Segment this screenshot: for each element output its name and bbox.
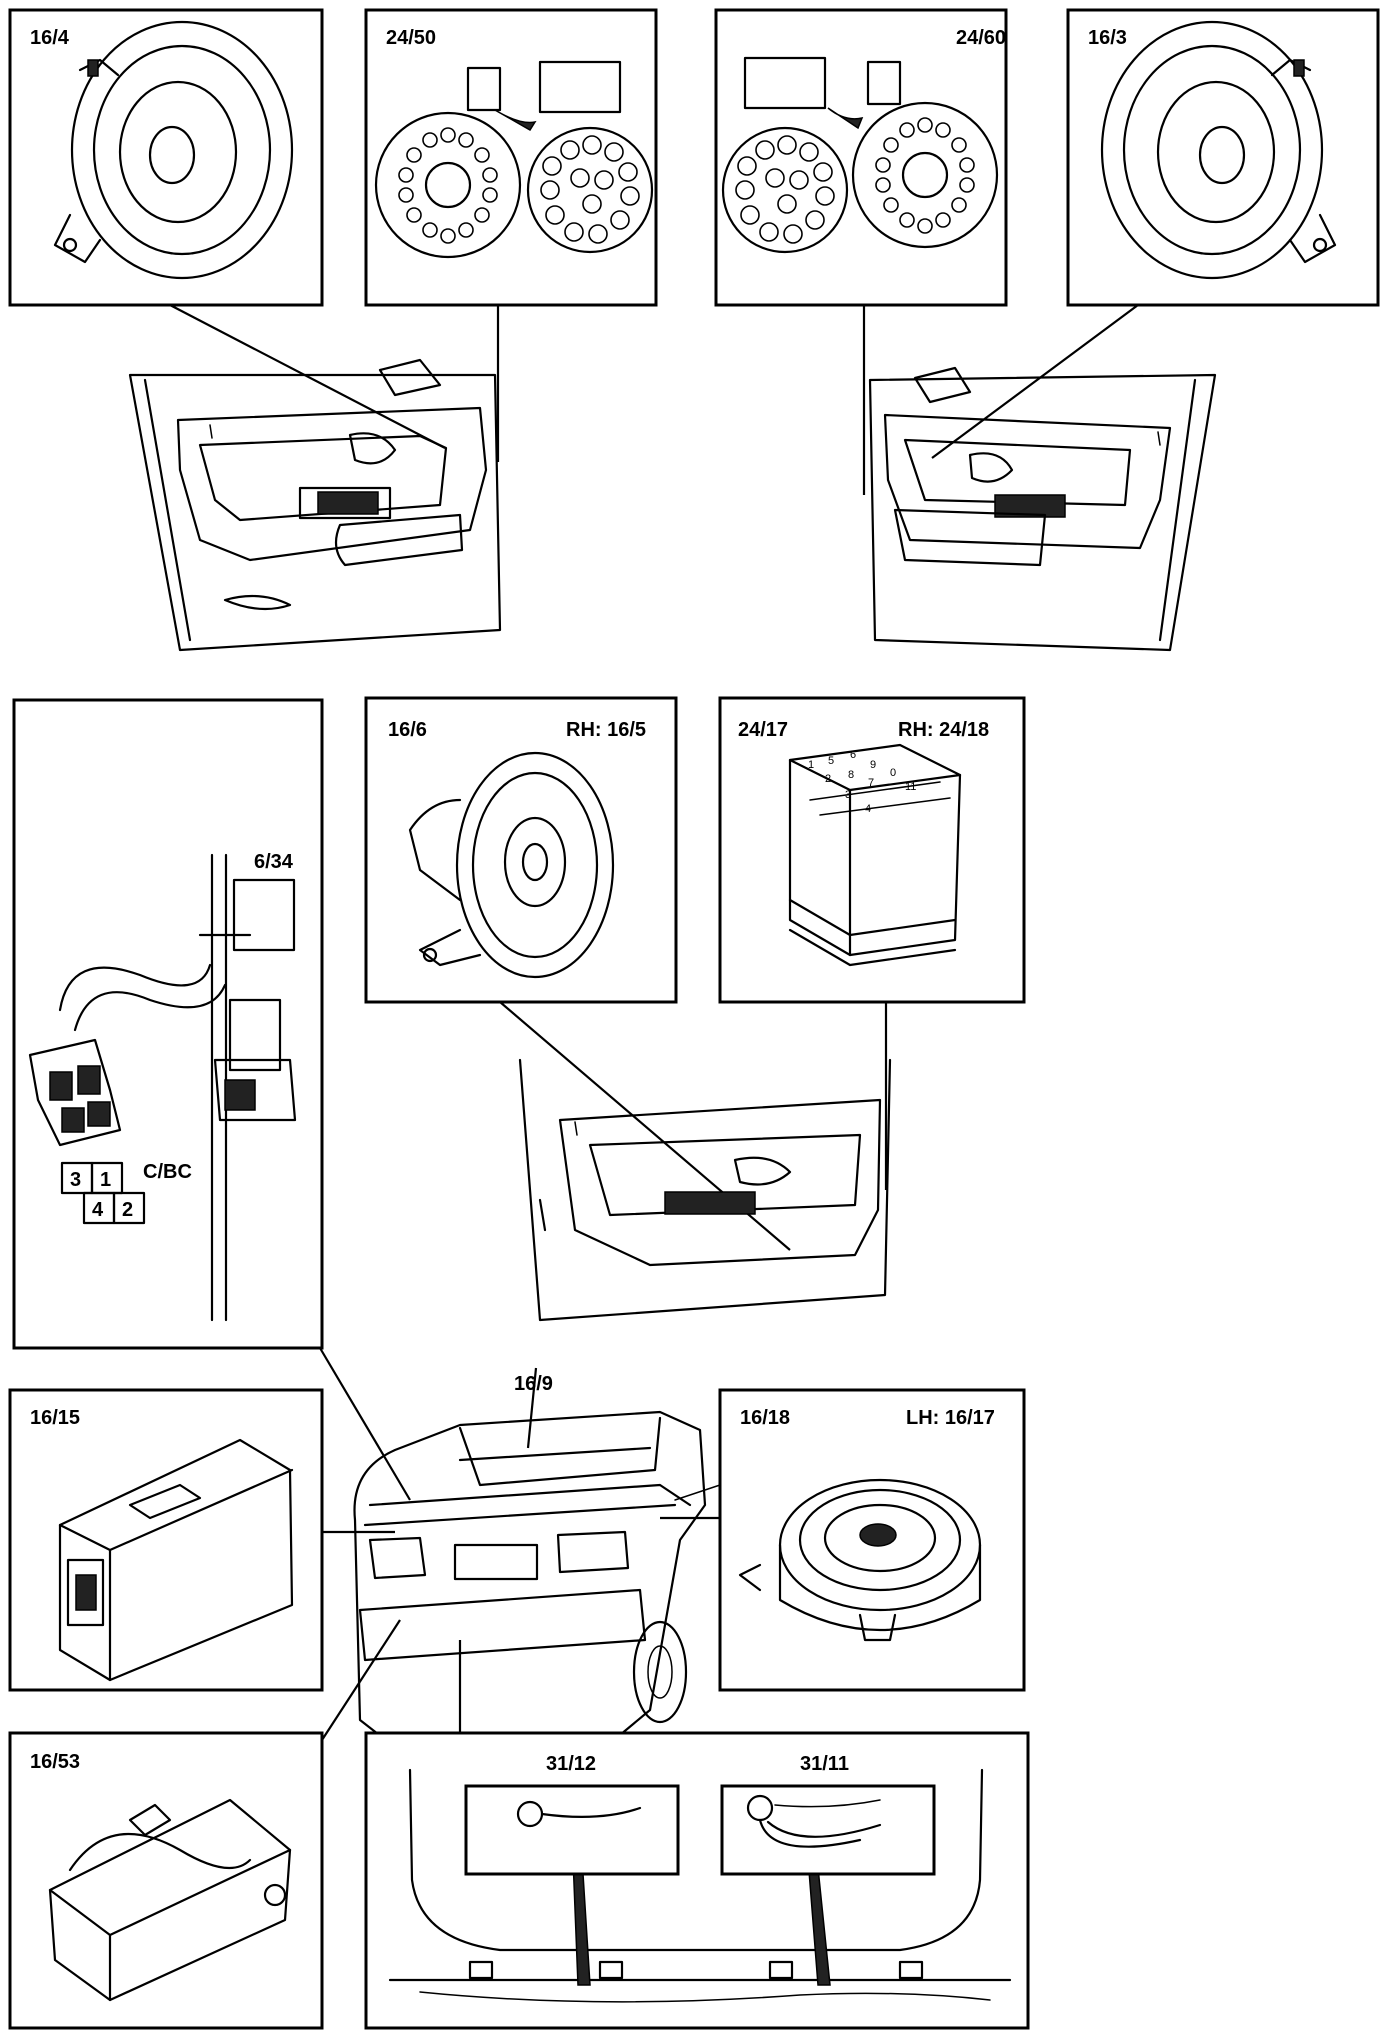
speaker-16-6-label: 16/6 [388, 719, 427, 741]
ground-31-12-inset [464, 1784, 680, 1876]
leader-lines [169, 304, 1139, 1741]
cbc-pinout: 3 1 4 2 [60, 1161, 146, 1225]
connector-face-icon [374, 111, 522, 259]
switch-24-17-label: 24/17 [738, 719, 788, 741]
speaker-icon [1100, 20, 1337, 280]
rear-car-illustration [353, 1410, 721, 1757]
motor-6-34-label: 6/34 [254, 851, 294, 873]
speaker-icon [738, 1478, 982, 1642]
switch-24-17-box: 24/17 RH: 24/18 1 5 6 9 2 8 7 0 3 11 4 [718, 696, 1026, 1004]
amplifier-icon [58, 1438, 294, 1682]
cbc-pin-4: 4 [92, 1199, 104, 1221]
motor-assembly-icon [58, 853, 297, 1322]
connector-24-50-label: 24/50 [386, 27, 436, 49]
cbc-label: C/BC [143, 1161, 192, 1183]
speaker-16-6-box: 16/6 RH: 16/5 [364, 696, 678, 1004]
front-left-door-illustration [128, 358, 502, 652]
speaker-16-5-rh-label: RH: 16/5 [566, 719, 646, 741]
switch-pin: 7 [868, 777, 874, 789]
speaker-16-18-label: 16/18 [740, 1407, 790, 1429]
switch-pin: 11 [905, 781, 916, 793]
speaker-16-3-box: 16/3 [1066, 8, 1380, 307]
unit-16-15-label: 16/15 [30, 1407, 80, 1429]
switch-24-18-rh-label: RH: 24/18 [898, 719, 989, 741]
cbc-pin-1: 1 [100, 1169, 111, 1191]
motor-6-34-box: 6/34 C/BC 3 1 4 2 [12, 698, 324, 1350]
switch-pin: 9 [870, 759, 876, 771]
speaker-icon [53, 20, 294, 280]
unit-16-53-box: 16/53 [8, 1731, 324, 2030]
ground-points-box: 31/12 31/11 [364, 1731, 1030, 2030]
switch-pin: 0 [890, 767, 896, 779]
connector-socket-icon [721, 126, 849, 254]
switch-pin: 6 [850, 749, 856, 761]
speaker-16-18-box: 16/18 LH: 16/17 [718, 1388, 1026, 1692]
rear-door-illustration [518, 1058, 892, 1322]
speaker-16-17-lh-label: LH: 16/17 [906, 1407, 995, 1429]
switch-pin: 3 [845, 789, 851, 801]
switch-pin: 8 [848, 769, 854, 781]
speaker-icon [408, 751, 615, 979]
unit-16-53-label: 16/53 [30, 1751, 80, 1773]
ground-31-12-label: 31/12 [546, 1753, 596, 1775]
ground-31-11-inset [720, 1784, 936, 1876]
connector-24-50-box: 24/50 [364, 8, 658, 307]
speaker-16-3-label: 16/3 [1088, 27, 1127, 49]
connector-24-60-box: 24/60 [714, 8, 1008, 307]
unit-16-15-box: 16/15 [8, 1388, 324, 1692]
module-icon [48, 1798, 292, 2002]
cbc-pin-3: 3 [70, 1169, 81, 1191]
window-switch-icon [788, 743, 962, 967]
connector-socket-icon [526, 126, 654, 254]
cbc-pin-2: 2 [122, 1199, 133, 1221]
antenna-16-9-label: 16/9 [514, 1373, 553, 1395]
front-right-door-illustration [868, 366, 1217, 652]
switch-pin: 1 [808, 759, 814, 771]
speaker-16-4-box: 16/4 [8, 8, 324, 307]
connector-face-icon [851, 101, 999, 249]
switch-pin-numbers: 1 5 6 9 2 8 7 0 3 11 4 [808, 749, 916, 815]
connector-24-60-label: 24/60 [956, 27, 1006, 49]
switch-pin: 5 [828, 755, 834, 767]
connector-block-icon [28, 1038, 122, 1147]
ground-31-11-label: 31/11 [800, 1753, 849, 1775]
switch-pin: 2 [825, 773, 831, 785]
switch-pin: 4 [865, 803, 871, 815]
trunk-floor-illustration [388, 1768, 1012, 2003]
speaker-16-4-label: 16/4 [30, 27, 70, 49]
